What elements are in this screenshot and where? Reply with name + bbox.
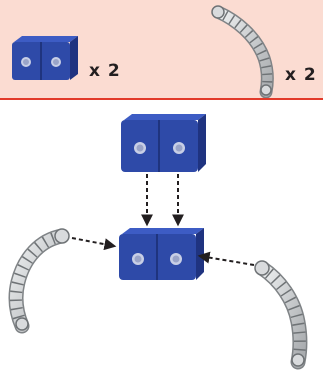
left-curved-arm [8, 228, 70, 334]
left-arm-arrow [71, 237, 117, 251]
bottom-blue-block [119, 228, 204, 280]
curved-arm-icon [211, 5, 274, 98]
block-quantity: x 2 [89, 61, 121, 81]
top-blue-block [121, 114, 206, 172]
right-arm-arrow [197, 251, 255, 266]
parts-panel: x 2 x 2 [0, 0, 323, 100]
arm-quantity: x 2 [285, 65, 317, 85]
right-curved-arm [254, 260, 308, 370]
assembly-diagram [8, 114, 308, 370]
blue-double-block-icon [12, 36, 78, 80]
